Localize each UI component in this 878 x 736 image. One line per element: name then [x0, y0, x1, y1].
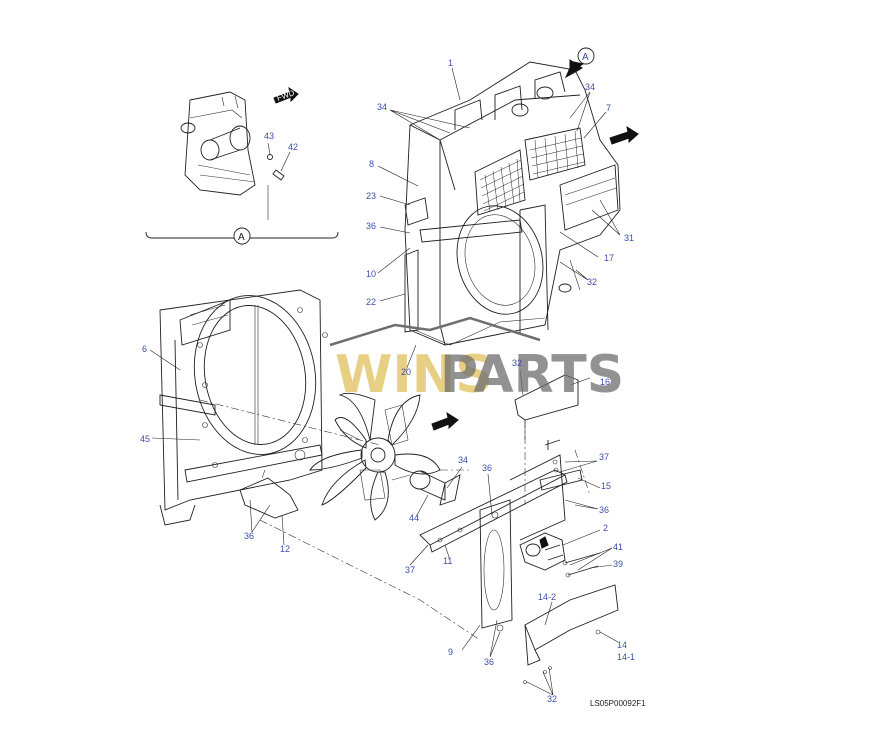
callout-32-bottom: 32 — [547, 694, 557, 704]
cooling-fan — [309, 392, 441, 521]
callout-14-1: 14-1 — [617, 652, 635, 662]
cover-14 — [523, 584, 619, 684]
callout-11: 11 — [443, 556, 452, 566]
watermark-right: PARTS — [440, 345, 624, 405]
callout-23: 23 — [366, 191, 376, 201]
callout-32-guard: 32 — [512, 358, 522, 368]
callout-39: 39 — [613, 559, 623, 569]
callout-10: 10 — [366, 269, 376, 279]
callout-1: 1 — [448, 58, 453, 68]
callout-16: 16 — [600, 377, 610, 387]
callout-labels: 1 34 34 7 8 23 36 10 22 31 17 32 20 6 45… — [140, 52, 635, 704]
watermark-left: WINS — [335, 345, 493, 405]
fan-shroud — [159, 289, 328, 526]
callout-42: 42 — [288, 142, 298, 152]
frame-bracket — [419, 439, 583, 632]
callout-14-2: 14-2 — [538, 592, 556, 602]
view-marker-label: A — [582, 52, 589, 63]
fan-spacer-34 — [409, 470, 461, 506]
callout-34-top: 34 — [377, 102, 387, 112]
callout-15: 15 — [601, 481, 611, 491]
callout-37-left: 37 — [405, 565, 415, 575]
fwd-arrow-radiator — [609, 125, 639, 145]
fwd-arrow-detail: FWD — [273, 86, 299, 104]
callout-41: 41 — [613, 542, 623, 552]
view-a-arrow — [564, 47, 595, 79]
callout-14: 14 — [617, 640, 627, 650]
callout-36-frame: 36 — [482, 463, 492, 473]
callout-44: 44 — [409, 513, 419, 523]
leader-lines — [149, 67, 621, 696]
callout-36-right: 36 — [599, 505, 609, 515]
callout-2: 2 — [603, 523, 608, 533]
callout-22: 22 — [366, 297, 376, 307]
callout-12: 12 — [280, 544, 290, 554]
bracket-12 — [239, 469, 299, 519]
callout-17: 17 — [604, 253, 614, 263]
bolts-39-41 — [562, 552, 601, 578]
radiator-assembly — [404, 61, 621, 346]
callout-36-shroud: 36 — [244, 531, 254, 541]
watermark: WINS PARTS — [329, 316, 624, 405]
callout-45: 45 — [140, 434, 150, 444]
callout-43: 43 — [264, 131, 274, 141]
callout-7: 7 — [606, 103, 611, 113]
detail-view-a-marker: A — [233, 227, 251, 245]
callout-9: 9 — [448, 647, 453, 657]
callout-31: 31 — [624, 233, 634, 243]
callout-36-bottom: 36 — [484, 657, 494, 667]
callout-36-a: 36 — [366, 221, 376, 231]
drawing-code: LS05P00092F1 — [590, 699, 646, 708]
callout-37-right: 37 — [599, 452, 609, 462]
detail-view-a — [145, 91, 339, 246]
motor-2 — [519, 532, 566, 571]
callout-32-radiator: 32 — [587, 277, 597, 287]
fwd-text-detail: FWD — [276, 88, 296, 103]
fwd-arrow-fan — [431, 411, 459, 431]
callout-6: 6 — [142, 344, 147, 354]
callout-34-fan: 34 — [458, 455, 468, 465]
detail-view-a-label: A — [238, 232, 245, 243]
callout-20: 20 — [401, 367, 411, 377]
callout-8: 8 — [369, 159, 374, 169]
center-lines — [199, 399, 591, 641]
callout-34-right: 34 — [585, 82, 595, 92]
